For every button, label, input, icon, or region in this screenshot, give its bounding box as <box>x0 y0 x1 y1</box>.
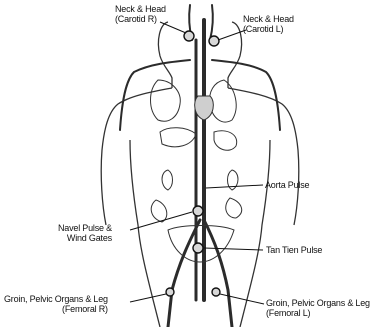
label-tan-tien-pulse-text: Tan Tien Pulse <box>266 245 322 255</box>
lung-left <box>210 80 237 122</box>
body-outline <box>101 22 299 327</box>
label-groin-left-line1: Groin, Pelvic Organs & Leg <box>266 298 370 308</box>
stomach <box>214 131 237 150</box>
label-groin-right-line2: (Femoral R) <box>4 304 108 314</box>
label-groin-right: Groin, Pelvic Organs & Leg (Femoral R) <box>4 294 108 314</box>
label-neck-head-right-line2: (Carotid R) <box>115 14 166 24</box>
carotid-left <box>210 5 213 40</box>
intestine-right <box>151 200 167 222</box>
vessels <box>120 5 280 327</box>
label-groin-left: Groin, Pelvic Organs & Leg (Femoral L) <box>266 298 370 318</box>
label-navel-pulse-line2: Wind Gates <box>58 233 112 243</box>
label-groin-left-line2: (Femoral L) <box>266 308 370 318</box>
liver <box>160 128 196 147</box>
leader-tan-tien <box>204 248 263 250</box>
label-navel-pulse: Navel Pulse & Wind Gates <box>58 223 112 243</box>
leader-aorta <box>206 185 263 188</box>
leader-femoral-left <box>220 294 264 304</box>
label-navel-pulse-line1: Navel Pulse & <box>58 223 112 233</box>
pulse-point-carotid-left <box>209 36 219 46</box>
label-aorta-pulse-text: Aorta Pulse <box>265 180 309 190</box>
lung-right <box>151 80 181 121</box>
label-tan-tien-pulse: Tan Tien Pulse <box>266 245 322 255</box>
iliac-left <box>204 220 232 327</box>
kidney-right <box>162 170 173 190</box>
pulse-point-femoral-left <box>212 288 220 296</box>
label-neck-head-right-line1: Neck & Head <box>115 4 166 14</box>
pulse-point-tan-tien <box>193 243 203 253</box>
arm-artery-left <box>212 60 280 130</box>
label-aorta-pulse: Aorta Pulse <box>265 180 309 190</box>
label-neck-head-left-line2: (Carotid L) <box>243 24 294 34</box>
intestine-left <box>226 198 242 218</box>
label-neck-head-left: Neck & Head (Carotid L) <box>243 14 294 34</box>
leader-femoral-right <box>130 294 166 302</box>
label-neck-head-left-line1: Neck & Head <box>243 14 294 24</box>
pulse-point-navel <box>193 206 203 216</box>
pulse-markers <box>166 31 220 296</box>
label-groin-right-line1: Groin, Pelvic Organs & Leg <box>4 294 108 304</box>
leader-navel <box>130 212 192 230</box>
label-neck-head-right: Neck & Head (Carotid R) <box>115 4 166 24</box>
pulse-point-femoral-right <box>166 288 174 296</box>
